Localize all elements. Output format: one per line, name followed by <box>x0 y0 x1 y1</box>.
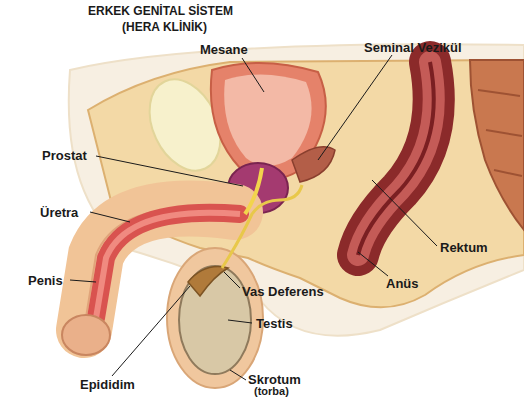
part-label: Prostat <box>42 148 87 163</box>
part-label: Mesane <box>200 42 248 57</box>
part-label: Penis <box>28 273 63 288</box>
part-label: Testis <box>256 316 293 331</box>
part-label: Epididim <box>80 377 135 392</box>
part-label: Rektum <box>440 240 488 255</box>
part-label: Vas Deferens <box>242 284 324 299</box>
diagram-title: ERKEK GENİTAL SİSTEM <box>88 4 233 18</box>
part-note: (torba) <box>254 385 289 397</box>
part-label: Skrotum <box>248 372 301 387</box>
part-label: Seminal Vezikül <box>364 40 462 55</box>
part-label: Üretra <box>40 205 78 220</box>
part-label: Anüs <box>386 276 419 291</box>
subtitle: (HERA KLİNİK) <box>122 20 207 34</box>
